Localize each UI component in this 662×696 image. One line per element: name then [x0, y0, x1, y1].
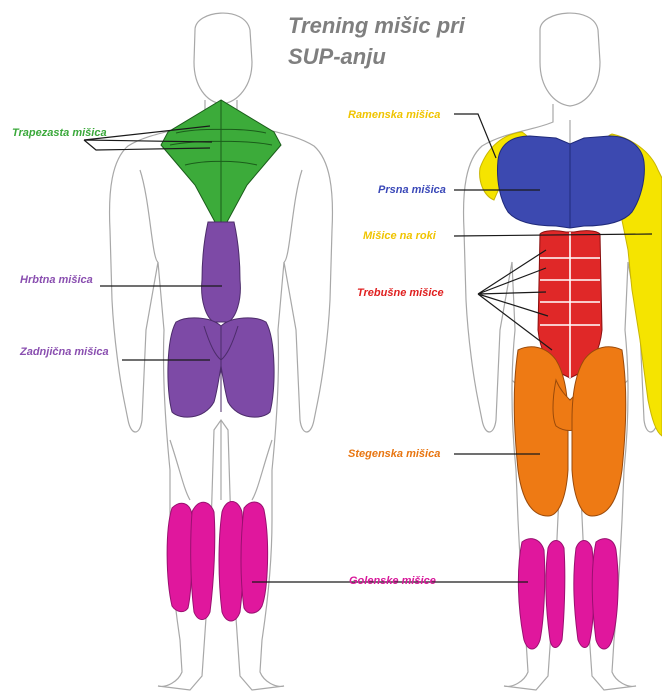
label-glutes: Zadnjična mišica	[20, 345, 109, 359]
calf-muscle-6	[546, 541, 565, 648]
front-figure-head	[540, 13, 600, 106]
label-shoulders: Ramenska mišica	[348, 108, 440, 122]
calf-muscle-8	[592, 539, 618, 649]
back-muscle	[202, 222, 241, 322]
back-figure-head	[194, 13, 252, 104]
chest-muscle	[497, 136, 644, 228]
title-line-1: Trening mišic pri	[288, 10, 528, 41]
label-back: Hrbtna mišica	[20, 273, 93, 287]
page-title: Trening mišic pri SUP-anju	[288, 10, 528, 72]
label-calves: Golenske mišice	[349, 574, 436, 588]
label-chest: Prsna mišica	[378, 183, 446, 197]
calf-muscle-7	[574, 541, 594, 648]
calf-muscle-4	[241, 502, 268, 613]
title-line-2: SUP-anju	[288, 41, 528, 72]
thigh-muscle-right	[572, 347, 626, 516]
label-arms: Mišice na roki	[363, 229, 436, 243]
calf-muscle-2	[191, 502, 215, 619]
label-thighs: Stegenska mišica	[348, 447, 440, 461]
calf-muscle-3	[219, 502, 243, 622]
calf-muscle-5	[518, 539, 544, 649]
label-abs: Trebušne mišice	[357, 286, 444, 300]
thigh-muscle-left	[514, 347, 568, 516]
calf-muscle-1	[167, 503, 192, 611]
label-trapezius: Trapezasta mišica	[12, 126, 107, 140]
